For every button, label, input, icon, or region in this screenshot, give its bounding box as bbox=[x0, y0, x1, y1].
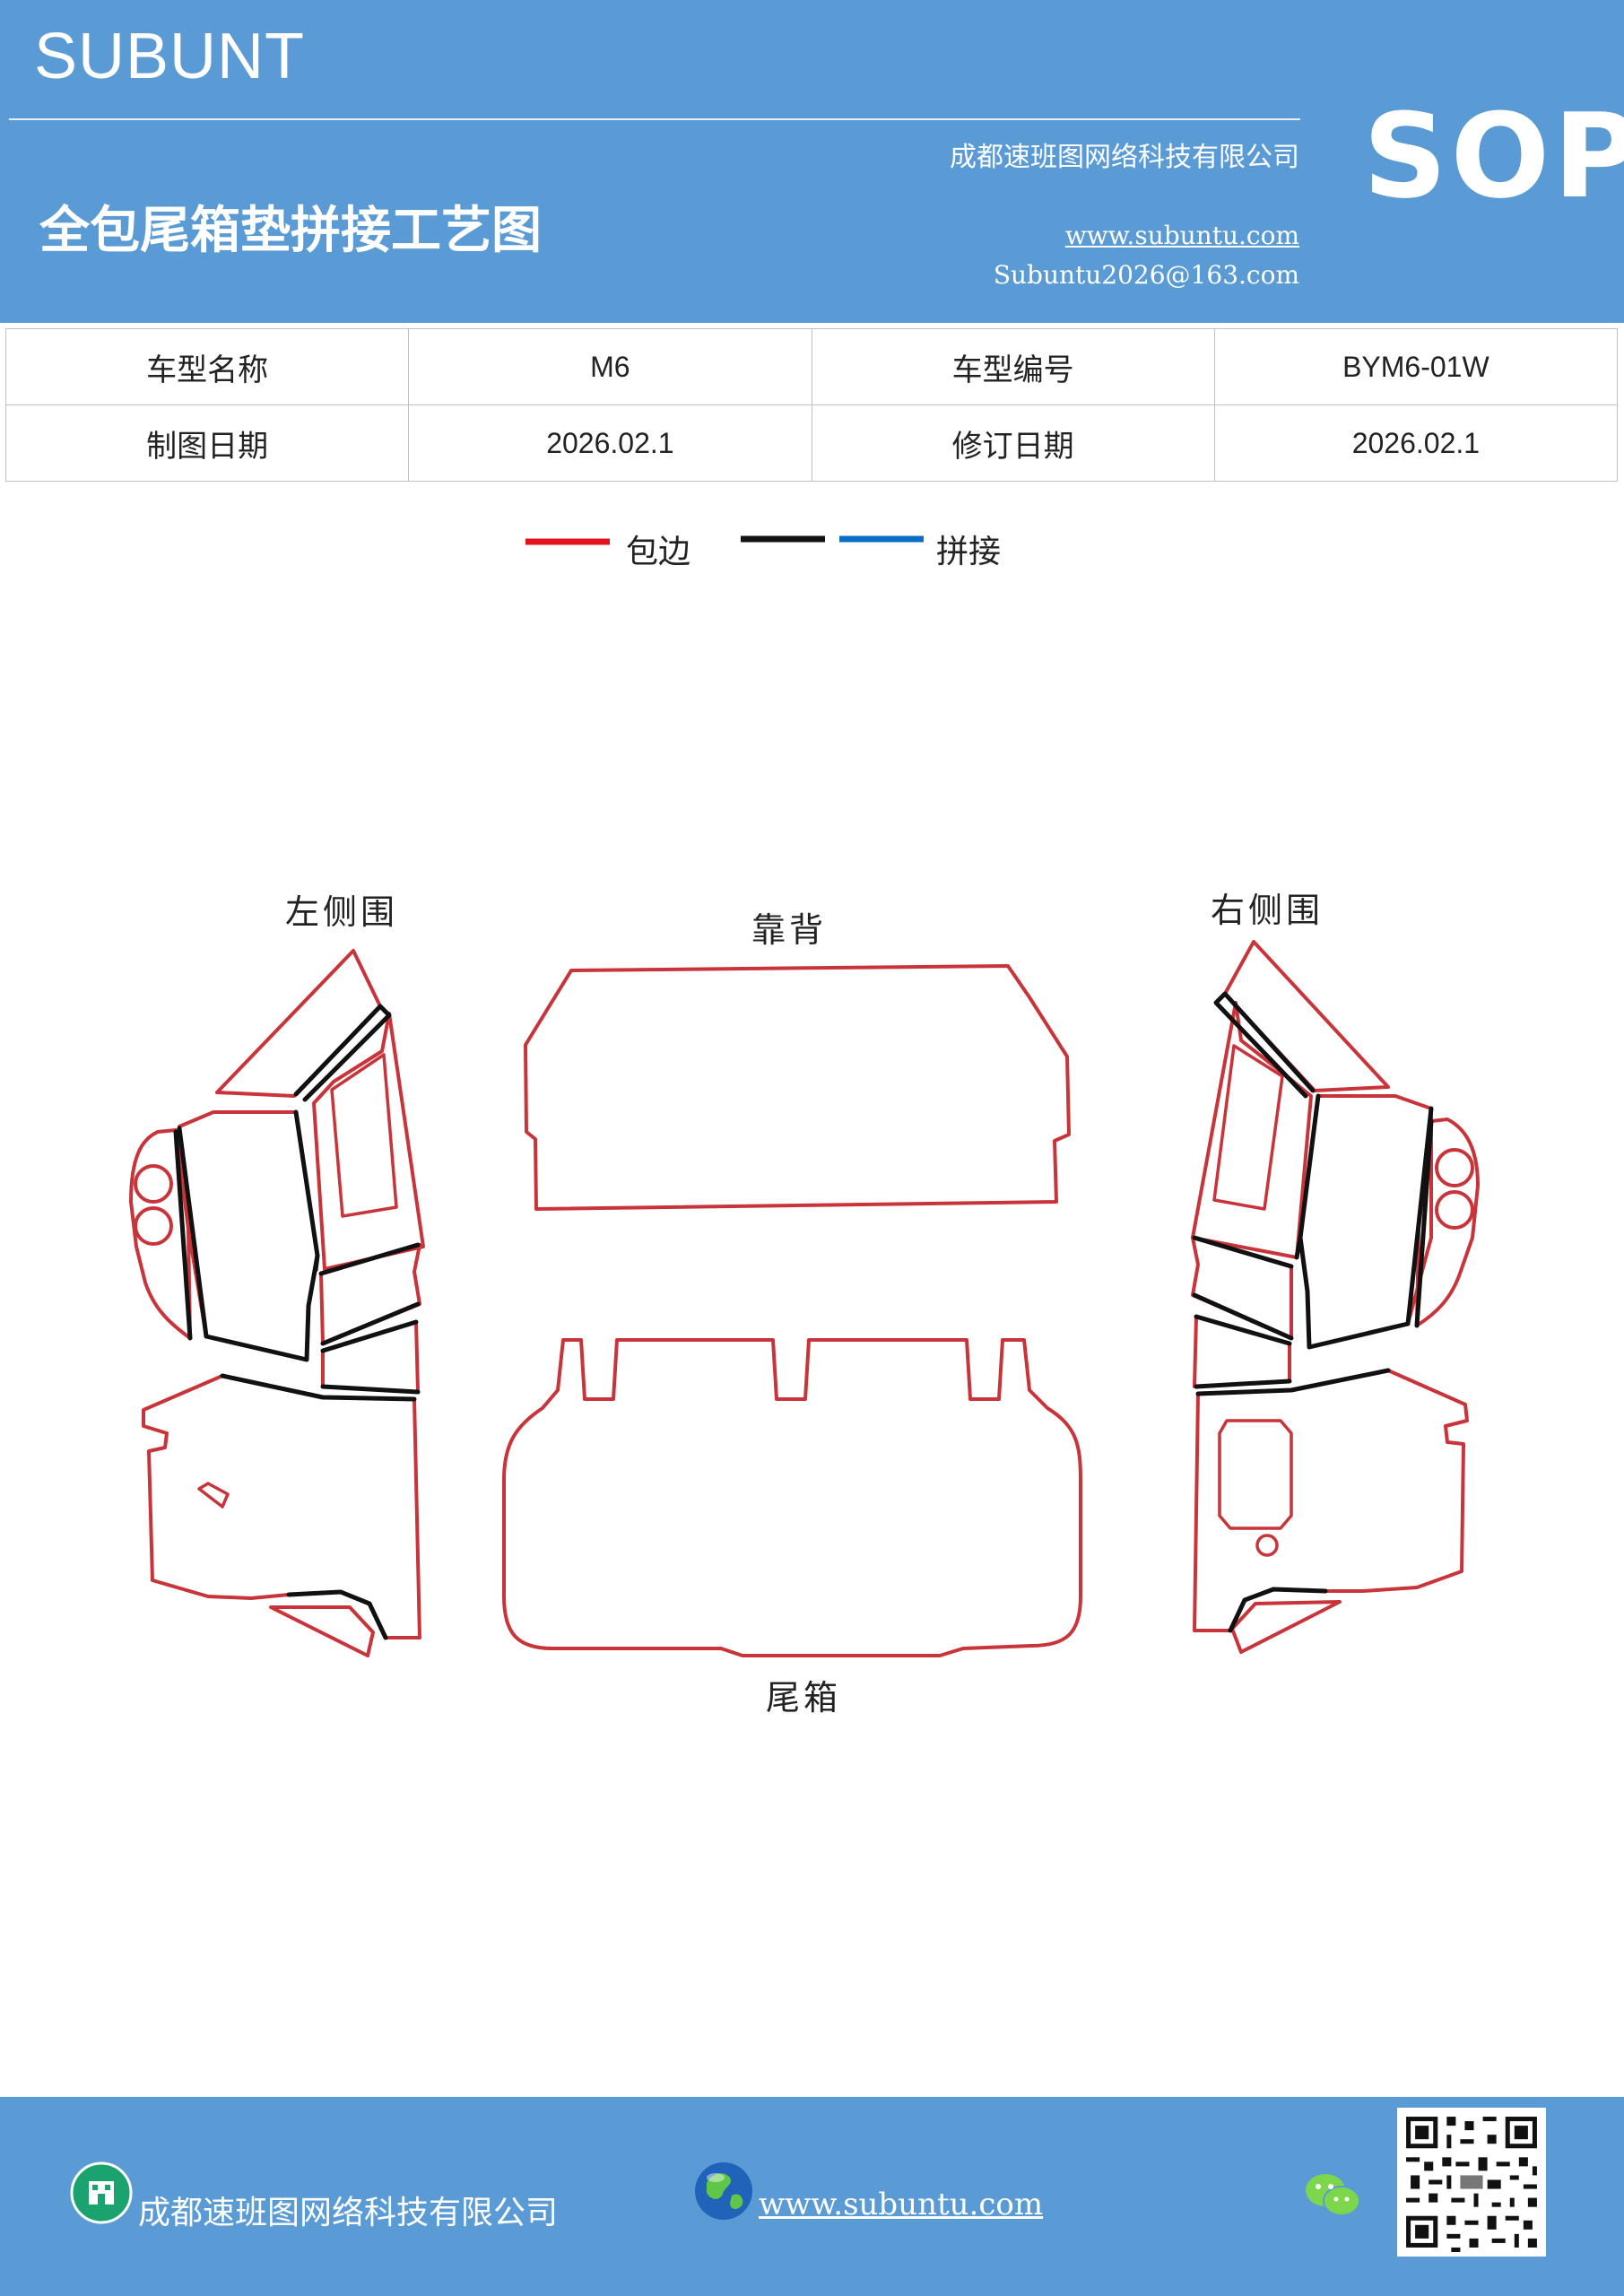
cell-draw-date-value: 2026.02.1 bbox=[408, 404, 812, 482]
right-hole-1 bbox=[1435, 1148, 1474, 1187]
right-splice-strip bbox=[1192, 1235, 1294, 1389]
header-divider bbox=[9, 118, 1300, 120]
left-rear-curve bbox=[129, 1128, 192, 1340]
label-left-side: 左侧围 bbox=[285, 892, 399, 932]
right-bottom-panel bbox=[1193, 1369, 1469, 1632]
right-splice-triangle bbox=[1213, 991, 1316, 1099]
cell-model-name-value: M6 bbox=[408, 328, 812, 405]
left-splice-triangle bbox=[293, 1004, 392, 1102]
footer-website-link[interactable]: www.subuntu.com bbox=[759, 2187, 1044, 2222]
globe-icon bbox=[695, 2162, 752, 2220]
left-window-cutout bbox=[330, 1053, 398, 1218]
left-splice-bottom bbox=[220, 1373, 417, 1402]
qr-code-icon bbox=[1397, 2108, 1546, 2257]
sop-badge: SOP bbox=[1363, 88, 1624, 224]
left-tail-piece bbox=[269, 1605, 375, 1657]
legend-splice-label: 拼接 bbox=[936, 534, 1002, 570]
left-main-panel bbox=[178, 1110, 319, 1361]
cell-model-name-label: 车型名称 bbox=[4, 328, 410, 405]
page-title: 全包尾箱垫拼接工艺图 bbox=[39, 202, 542, 260]
table-row: 制图日期 2026.02.1 修订日期 2026.02.1 bbox=[4, 404, 1619, 482]
back-panel-outline bbox=[524, 964, 1071, 1211]
header-email: Subuntu2026@163.com bbox=[993, 260, 1299, 290]
brand-name: SUBUNT bbox=[34, 21, 306, 92]
info-table: 车型名称 M6 车型编号 BYM6-01W 制图日期 2026.02.1 修订日… bbox=[4, 328, 1619, 482]
cell-revise-date-label: 修订日期 bbox=[811, 404, 1215, 482]
right-rear-curve bbox=[1415, 1118, 1480, 1327]
right-strip-2 bbox=[1193, 1315, 1291, 1388]
left-small-slot bbox=[197, 1482, 230, 1509]
right-tail-piece bbox=[1230, 1600, 1342, 1654]
legend-edge-label: 包边 bbox=[626, 534, 691, 570]
right-splice-rear bbox=[1414, 1118, 1434, 1328]
table-row: 车型名称 M6 车型编号 BYM6-01W bbox=[4, 328, 1619, 405]
left-hole-2 bbox=[134, 1206, 173, 1246]
cell-revise-date-value: 2026.02.1 bbox=[1213, 404, 1619, 482]
footer-company: 成都速班图网络科技有限公司 bbox=[138, 2195, 559, 2231]
right-window-cutout-lower bbox=[1218, 1419, 1293, 1530]
trunk-floor-outline bbox=[502, 1338, 1082, 1657]
cell-draw-date-label: 制图日期 bbox=[4, 404, 410, 482]
building-icon bbox=[70, 2161, 133, 2224]
right-window-cutout bbox=[1212, 1044, 1284, 1211]
left-splice-strip bbox=[318, 1242, 421, 1395]
left-window-panel bbox=[312, 1012, 425, 1271]
left-hole-1 bbox=[134, 1164, 173, 1204]
header-website-link[interactable]: www.subuntu.com bbox=[1064, 221, 1299, 250]
cell-model-code-value: BYM6-01W bbox=[1213, 328, 1619, 405]
right-small-hole bbox=[1255, 1534, 1279, 1557]
left-splice-tail bbox=[286, 1589, 388, 1640]
header-banner: SUBUNT 成都速班图网络科技有限公司 全包尾箱垫拼接工艺图 www.subu… bbox=[0, 0, 1624, 323]
label-back: 靠背 bbox=[751, 910, 828, 950]
label-trunk: 尾箱 bbox=[766, 1678, 842, 1718]
right-splice-bottom bbox=[1195, 1368, 1391, 1396]
header-company: 成都速班图网络科技有限公司 bbox=[950, 142, 1299, 173]
label-right-side: 右侧围 bbox=[1211, 891, 1324, 930]
cell-model-code-label: 车型编号 bbox=[811, 328, 1215, 405]
left-bottom-panel bbox=[142, 1374, 421, 1639]
right-top-triangle bbox=[1223, 940, 1390, 1092]
left-splice-rear bbox=[173, 1129, 193, 1341]
right-hole-2 bbox=[1435, 1190, 1474, 1230]
right-splice-tail bbox=[1228, 1587, 1328, 1633]
right-splice-main bbox=[1298, 1106, 1434, 1350]
left-strip-2 bbox=[321, 1320, 420, 1394]
footer-banner: 成都速班图网络科技有限公司 www.subuntu.com bbox=[0, 2097, 1624, 2296]
left-splice-main bbox=[177, 1126, 320, 1362]
wechat-icon[interactable] bbox=[1302, 2169, 1365, 2222]
